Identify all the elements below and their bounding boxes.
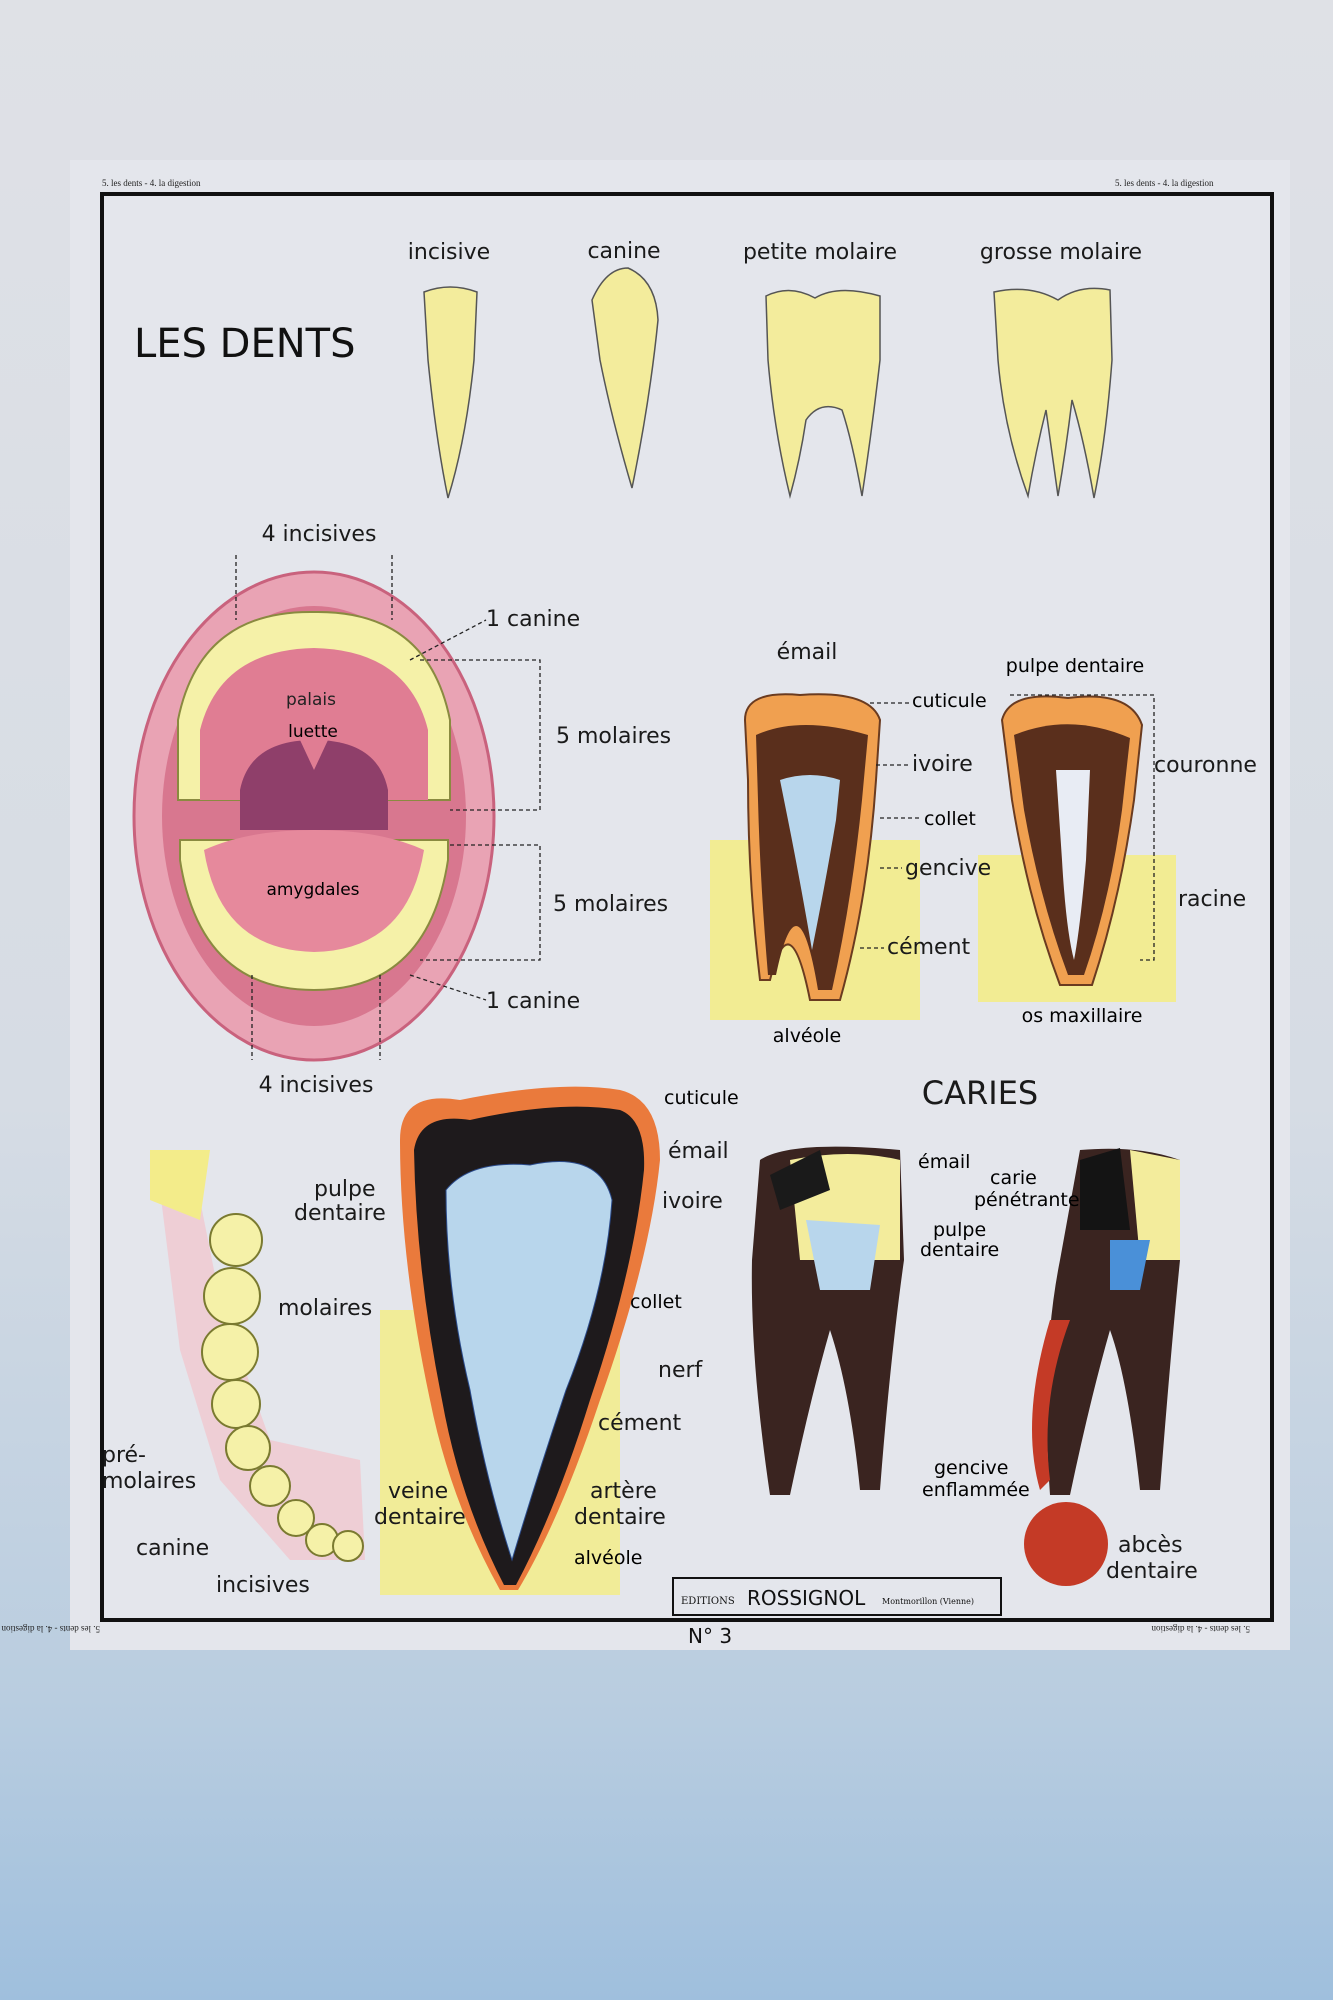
series-caption-bottom-right: 5. les dents - 4. la digestion bbox=[1151, 1624, 1250, 1634]
label-carie-2: pénétrante bbox=[974, 1189, 1080, 1211]
label-veine-2: dentaire bbox=[374, 1505, 466, 1530]
incisor-tooth bbox=[423, 286, 478, 499]
tooth-types: incisive canine petite molaire grosse mo… bbox=[408, 239, 1142, 499]
label-abces-2: dentaire bbox=[1106, 1559, 1198, 1584]
label-bottom-molaires: 5 molaires bbox=[553, 892, 668, 917]
label-ivoire: ivoire bbox=[912, 752, 973, 777]
label-email: émail bbox=[777, 640, 838, 665]
publisher-prefix: EDITIONS bbox=[681, 1596, 735, 1607]
series-caption-top-right: 5. les dents - 4. la digestion bbox=[1115, 178, 1214, 188]
label-grosse-molaire: grosse molaire bbox=[980, 240, 1142, 265]
label-petite-molaire: petite molaire bbox=[743, 240, 897, 265]
label-incisive: incisive bbox=[408, 240, 490, 265]
canine-tooth bbox=[591, 267, 659, 489]
caries-title: CARIES bbox=[922, 1074, 1038, 1112]
label-caries-email: émail bbox=[918, 1151, 970, 1173]
label-palais: palais bbox=[286, 690, 336, 710]
poster-frame bbox=[100, 192, 1274, 1622]
label-pulpe-dentaire: pulpe dentaire bbox=[1006, 655, 1144, 677]
open-mouth-diagram: palais luette amygdales bbox=[132, 570, 496, 1062]
label-big-pulpe-2: dentaire bbox=[294, 1201, 386, 1226]
label-cement: cément bbox=[887, 935, 971, 960]
large-tooth-section bbox=[380, 1086, 660, 1595]
molar-tooth bbox=[993, 287, 1113, 499]
label-collet: collet bbox=[924, 808, 976, 830]
label-big-collet: collet bbox=[630, 1291, 682, 1313]
label-abces-1: abcès bbox=[1118, 1533, 1183, 1558]
label-alveole: alvéole bbox=[773, 1025, 841, 1047]
label-os-maxillaire: os maxillaire bbox=[1022, 1005, 1143, 1027]
label-big-cement: cément bbox=[598, 1411, 682, 1436]
label-big-ivoire: ivoire bbox=[662, 1189, 723, 1214]
label-couronne: couronne bbox=[1154, 753, 1257, 778]
label-carie-1: carie bbox=[990, 1167, 1037, 1189]
series-caption-top-left: 5. les dents - 4. la digestion bbox=[102, 178, 201, 188]
jaw-diagram bbox=[150, 1150, 365, 1562]
label-top-canine: 1 canine bbox=[486, 607, 580, 632]
label-luette: luette bbox=[288, 722, 338, 742]
label-racine: racine bbox=[1178, 887, 1246, 912]
label-caries-pulpe-1: pulpe bbox=[933, 1219, 986, 1241]
label-top-incisives: 4 incisives bbox=[262, 522, 377, 547]
label-top-molaires: 5 molaires bbox=[556, 724, 671, 749]
tooth-cross-sections bbox=[710, 693, 1176, 1020]
label-premolaires-2: molaires bbox=[102, 1469, 196, 1494]
label-jaw-canine: canine bbox=[136, 1536, 209, 1561]
label-gencive-enflammee-2: enflammée bbox=[922, 1479, 1030, 1501]
publisher-name: ROSSIGNOL bbox=[747, 1586, 866, 1610]
label-premolaires-1: pré- bbox=[102, 1443, 146, 1468]
label-bottom-incisives: 4 incisives bbox=[259, 1073, 374, 1098]
label-bottom-canine: 1 canine bbox=[486, 989, 580, 1014]
label-jaw-incisives: incisives bbox=[216, 1573, 310, 1598]
label-artere-2: dentaire bbox=[574, 1505, 666, 1530]
publisher-place: Montmorillon (Vienne) bbox=[882, 1597, 974, 1606]
label-amygdales: amygdales bbox=[266, 880, 359, 900]
series-caption-bottom-left: 5. les dents - 4. la digestion bbox=[1, 1624, 100, 1634]
label-big-email: émail bbox=[668, 1139, 729, 1164]
premolar-tooth bbox=[765, 289, 881, 499]
poster-number: N° 3 bbox=[688, 1624, 732, 1648]
label-big-alveole: alvéole bbox=[574, 1547, 642, 1569]
caries-teeth bbox=[751, 1146, 1180, 1586]
label-artere-1: artère bbox=[590, 1479, 657, 1504]
label-canine: canine bbox=[587, 239, 660, 264]
label-gencive-enflammee-1: gencive bbox=[934, 1457, 1008, 1479]
label-veine-1: veine bbox=[388, 1479, 448, 1504]
label-big-nerf: nerf bbox=[658, 1358, 704, 1383]
label-molaires: molaires bbox=[278, 1296, 372, 1321]
publisher-box bbox=[672, 1577, 1002, 1616]
label-gencive: gencive bbox=[905, 856, 991, 881]
label-cuticule: cuticule bbox=[912, 690, 987, 712]
label-caries-pulpe-2: dentaire bbox=[920, 1239, 999, 1261]
poster-title: LES DENTS bbox=[134, 321, 355, 367]
label-big-cuticule: cuticule bbox=[664, 1087, 739, 1109]
label-big-pulpe-1: pulpe bbox=[314, 1177, 376, 1202]
